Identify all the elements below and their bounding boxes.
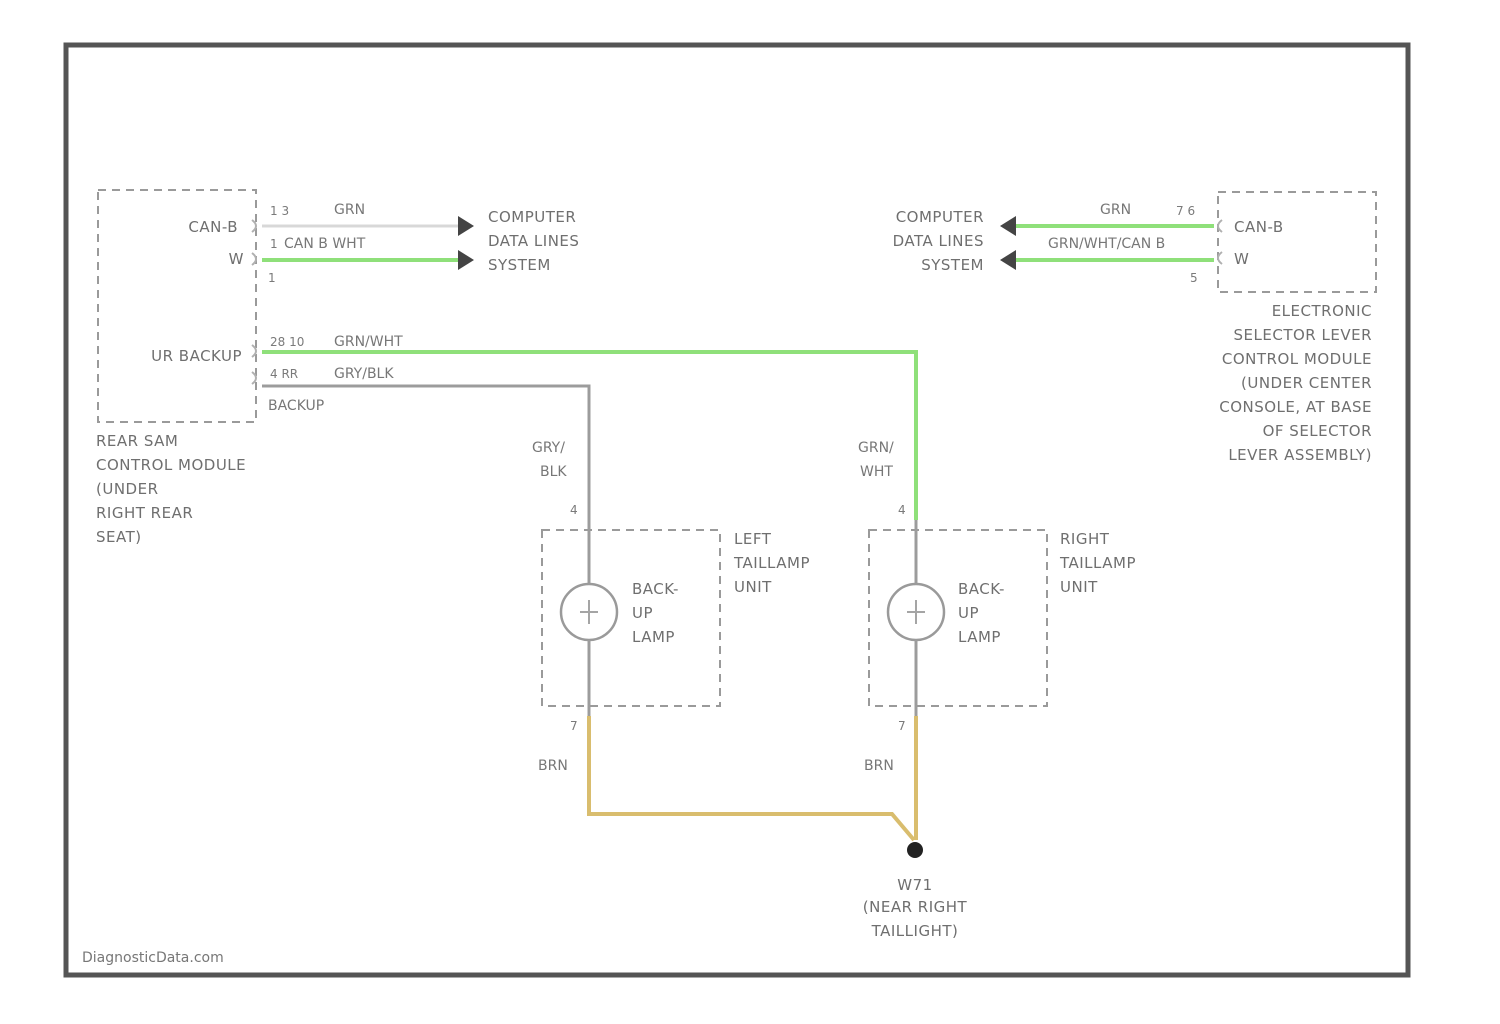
rear-sam-name-line-2: CONTROL MODULE: [96, 456, 246, 474]
left-data-lines-line-2: DATA LINES: [488, 232, 579, 250]
right-data-lines-line-2: DATA LINES: [893, 232, 984, 250]
right-pin-2: 5: [1190, 271, 1198, 285]
selector-module-name-line-7: LEVER ASSEMBLY): [1228, 446, 1372, 464]
left-ur-backup-label: UR BACKUP: [151, 347, 242, 365]
right-data-lines-line-1: COMPUTER: [896, 208, 984, 226]
left-backup-label: BACKUP: [268, 398, 324, 414]
right-lamp-label-2: UP: [958, 604, 979, 622]
right-lamp-wire-top-1: GRN/: [858, 440, 894, 456]
left-unit-label-3: UNIT: [734, 578, 772, 596]
rear-sam-name-line-4: RIGHT REAR: [96, 504, 193, 522]
left-lamp-label-3: LAMP: [632, 628, 675, 646]
right-unit-label-1: RIGHT: [1060, 530, 1110, 548]
selector-module-name-line-2: SELECTOR LEVER: [1234, 326, 1372, 344]
left-lamp-label-1: BACK-: [632, 580, 679, 598]
selector-module-name-line-5: CONSOLE, AT BASE: [1219, 398, 1372, 416]
right-lamp-wire-bottom: BRN: [864, 758, 894, 774]
left-can-wire-label: GRN: [334, 202, 365, 218]
ground-label-1: W71: [897, 876, 932, 894]
ground-label-2: (NEAR RIGHT: [863, 898, 968, 916]
left-pin-2: 1: [270, 237, 278, 251]
selector-module-name-line-1: ELECTRONIC: [1272, 302, 1372, 320]
right-lamp-pin-top: 4: [898, 503, 906, 517]
ground-label-3: TAILLIGHT): [871, 922, 959, 940]
left-lamp-wire-bottom: BRN: [538, 758, 568, 774]
rear-sam-name-line-5: SEAT): [96, 528, 142, 546]
left-lamp-wire-top-2: BLK: [540, 464, 567, 480]
left-lamp-label-2: UP: [632, 604, 653, 622]
left-lamp-pin-top: 4: [570, 503, 578, 517]
selector-module-name-line-4: (UNDER CENTER: [1241, 374, 1372, 392]
right-lamp-pin-bottom: 7: [898, 719, 906, 733]
right-can-b-label: CAN-B: [1234, 218, 1284, 236]
left-ur-wire-label: GRN/WHT: [334, 334, 403, 350]
left-unit-label-2: TAILLAMP: [733, 554, 810, 572]
diagram-frame: [66, 45, 1408, 975]
left-lamp-wire-top-1: GRY/: [532, 440, 565, 456]
right-lamp-label-1: BACK-: [958, 580, 1005, 598]
right-lamp-wire-top-2: WHT: [860, 464, 893, 480]
right-data-lines-line-3: SYSTEM: [921, 256, 984, 274]
left-backup-wire-label: GRY/BLK: [334, 366, 394, 382]
right-unit-label-2: TAILLAMP: [1059, 554, 1136, 572]
ground-point-icon: [907, 842, 923, 858]
right-lamp-label-3: LAMP: [958, 628, 1001, 646]
right-w-label: W: [1234, 250, 1249, 268]
left-pin-3: 1: [268, 271, 276, 285]
left-can-b-label: CAN-B: [188, 218, 238, 236]
left-pin-1: 1 3: [270, 204, 289, 218]
selector-module-name-line-3: CONTROL MODULE: [1222, 350, 1372, 368]
left-pin-5: 4 RR: [270, 367, 298, 381]
left-unit-label-1: LEFT: [734, 530, 772, 548]
right-wire-label-1: GRN: [1100, 202, 1131, 218]
left-data-lines-line-3: SYSTEM: [488, 256, 551, 274]
watermark: DiagnosticData.com: [82, 950, 224, 966]
selector-module-name-line-6: OF SELECTOR: [1263, 422, 1372, 440]
left-lamp-pin-bottom: 7: [570, 719, 578, 733]
rear-sam-name-line-3: (UNDER: [96, 480, 159, 498]
right-wire-label-2: GRN/WHT/CAN B: [1048, 236, 1165, 252]
rear-sam-name-line-1: REAR SAM: [96, 432, 178, 450]
right-pin-1: 7 6: [1176, 204, 1195, 218]
left-can-wire-label-2: CAN B WHT: [284, 236, 366, 252]
left-w-label: W: [229, 250, 244, 268]
left-data-lines-line-1: COMPUTER: [488, 208, 576, 226]
left-pin-4: 28 10: [270, 335, 304, 349]
right-unit-label-3: UNIT: [1060, 578, 1098, 596]
